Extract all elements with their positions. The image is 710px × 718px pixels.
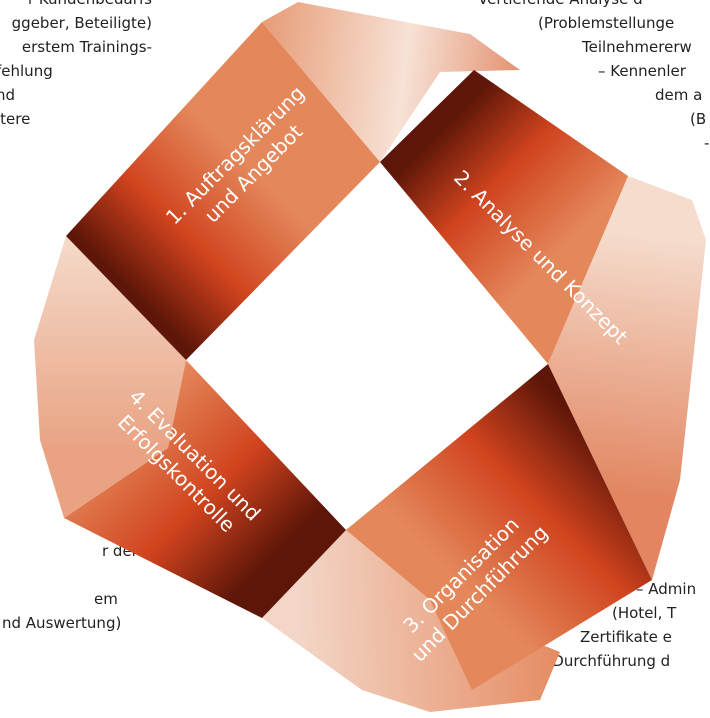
text-line: Zertifikate e — [580, 628, 672, 646]
text-line: nd Auswertung) — [2, 614, 122, 632]
text-line: erstem Trainings- — [21, 38, 152, 56]
text-line: em — [94, 590, 118, 608]
text-line: – Kennenler — [598, 62, 686, 80]
text-line: itere — [0, 110, 31, 128]
text-line: (Problemstellunge — [538, 14, 675, 32]
text-line: (B — [690, 110, 707, 128]
text-block-top-left: r Kundenbedarfs ggeber, Beteiligte) erst… — [0, 0, 152, 131]
text-line: nd — [0, 86, 16, 104]
text-line: r Kundenbedarfs — [0, 0, 152, 11]
ribbon-twist-left — [34, 236, 186, 518]
text-line: - — [704, 134, 710, 152]
segment-3-band — [346, 364, 652, 690]
segment-4-band — [64, 360, 346, 618]
segment-2-band — [380, 70, 628, 364]
text-line: ggeber, Beteiligte) — [11, 14, 152, 32]
ribbon-twist-right — [548, 176, 706, 580]
text-line: dem a — [655, 86, 703, 104]
text-line: – Admin — [636, 580, 697, 598]
text-line: – Durchführung d — [540, 652, 671, 670]
ribbon-twist-top — [262, 2, 520, 162]
text-line: fehlung — [0, 62, 53, 80]
text-line: Vertiefende Analyse d — [478, 0, 643, 11]
segment-1-band — [66, 22, 380, 360]
text-line: (Hotel, T — [612, 604, 677, 622]
text-line: Teilnehmererw — [582, 38, 692, 56]
